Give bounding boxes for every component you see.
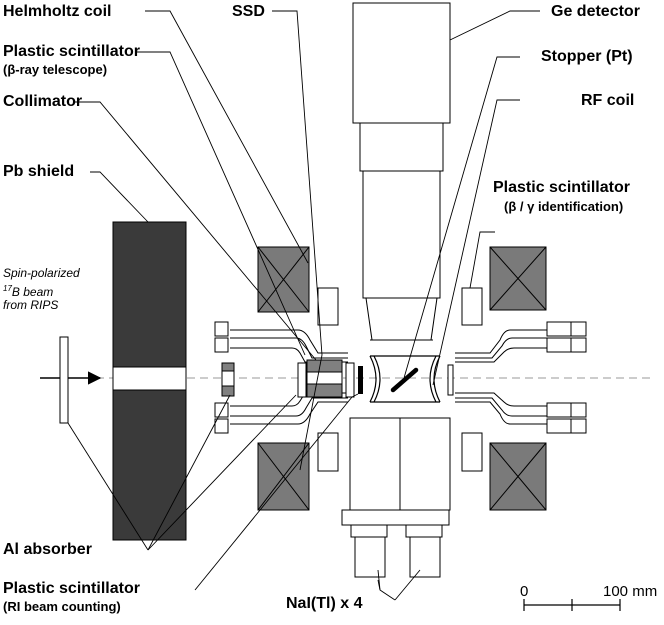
ri-beam-counter: [59, 336, 69, 424]
label-plastic-scintillator-id-sub: (β / γ identification): [504, 199, 624, 214]
label-ssd: SSD: [232, 3, 265, 20]
scale-value: 100 mm: [603, 583, 658, 600]
beam-element: B beam: [11, 285, 54, 299]
pb-shield: [112, 221, 187, 541]
label-plastic-scintillator-ri-sub: (RI beam counting): [3, 599, 121, 614]
beam-label-line1: Spin-polarized: [3, 266, 80, 280]
beam-label-line2: 17B beam: [3, 282, 53, 299]
label-plastic-scintillator-id: Plastic scintillator: [493, 179, 630, 196]
collimator: [297, 359, 355, 398]
scale-zero: 0: [520, 583, 529, 600]
label-helmholtz-coil: Helmholtz coil: [3, 3, 112, 20]
helmholtz-coils: [257, 246, 547, 511]
label-plastic-scintillator-ri: Plastic scintillator: [3, 580, 140, 597]
telescope-light-guides: [230, 329, 570, 425]
scintillator-plate: [358, 366, 363, 394]
beam-label-line3: from RIPS: [3, 298, 59, 312]
label-collimator: Collimator: [3, 93, 83, 110]
nai-detector-housing: [341, 417, 451, 578]
label-rf-coil: RF coil: [581, 92, 635, 109]
label-plastic-scintillator-telescope-sub: (β-ray telescope): [3, 62, 108, 77]
label-al-absorber: Al absorber: [3, 541, 92, 558]
ge-detector: [352, 2, 451, 341]
plastic-scintillator-id-boxes: [317, 287, 483, 472]
al-absorber: [221, 362, 235, 397]
beam-mass-number: 17: [3, 284, 12, 293]
label-pb-shield: Pb shield: [3, 163, 75, 180]
label-ge-detector: Ge detector: [551, 3, 640, 20]
label-nai: NaI(Tl) x 4: [286, 595, 363, 612]
pmt-blocks: [214, 321, 587, 434]
label-plastic-scintillator-telescope: Plastic scintillator: [3, 43, 140, 60]
label-stopper: Stopper (Pt): [541, 48, 633, 65]
leader-lines: [67, 10, 540, 601]
stopper: [390, 367, 419, 393]
scale-bar: [523, 599, 621, 611]
scintillator-plate-down: [447, 364, 454, 396]
